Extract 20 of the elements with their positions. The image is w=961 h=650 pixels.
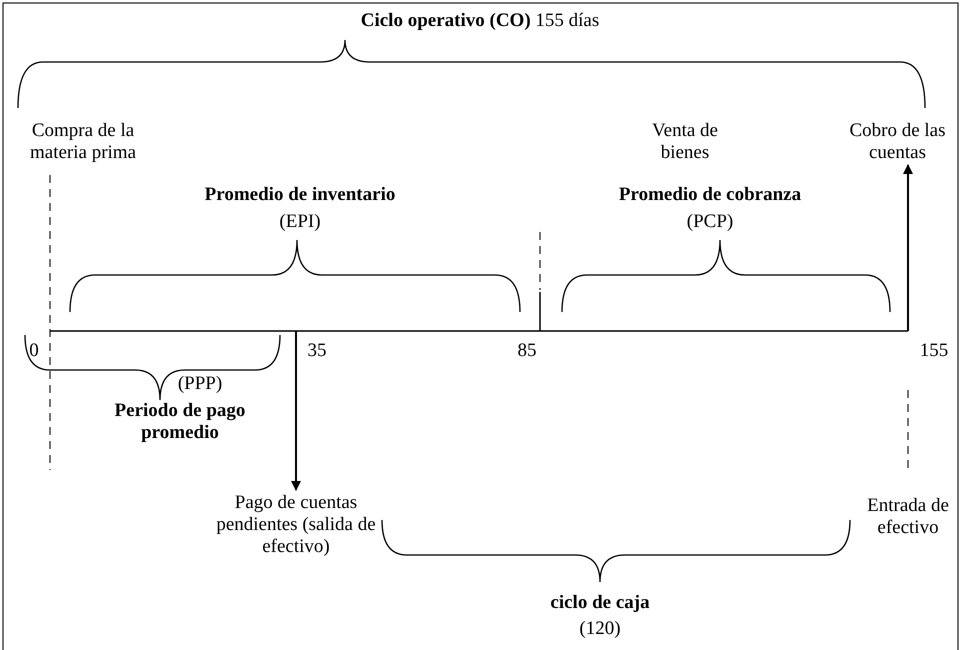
- event-label: Compra de la materia prima: [28, 120, 138, 164]
- abbreviation-label: (PCP): [686, 211, 734, 233]
- event-label: Entrada de efectivo: [866, 495, 950, 539]
- abbreviation-label: (EPI): [278, 211, 322, 233]
- heading-label: Ciclo operativo (CO) 155 días: [360, 10, 600, 32]
- arrow: [291, 331, 301, 491]
- abbreviation-label: (120): [578, 618, 622, 640]
- period-label: ciclo de caja: [549, 592, 651, 614]
- day-number: 155: [918, 340, 950, 362]
- arrow: [903, 164, 913, 331]
- event-label: Venta de bienes: [651, 120, 719, 164]
- period-label: Periodo de pago promedio: [114, 400, 246, 444]
- period-label: Promedio de cobranza: [618, 184, 802, 206]
- abbreviation-label: (PPP): [176, 373, 224, 395]
- period-label: Promedio de inventario: [204, 184, 396, 206]
- event-label: Pago de cuentas pendientes (salida de efectivo): [216, 492, 376, 558]
- event-label: Cobro de las cuentas: [840, 120, 955, 164]
- day-number: 0: [28, 340, 40, 362]
- day-number: 85: [516, 340, 538, 362]
- day-number: 35: [306, 340, 328, 362]
